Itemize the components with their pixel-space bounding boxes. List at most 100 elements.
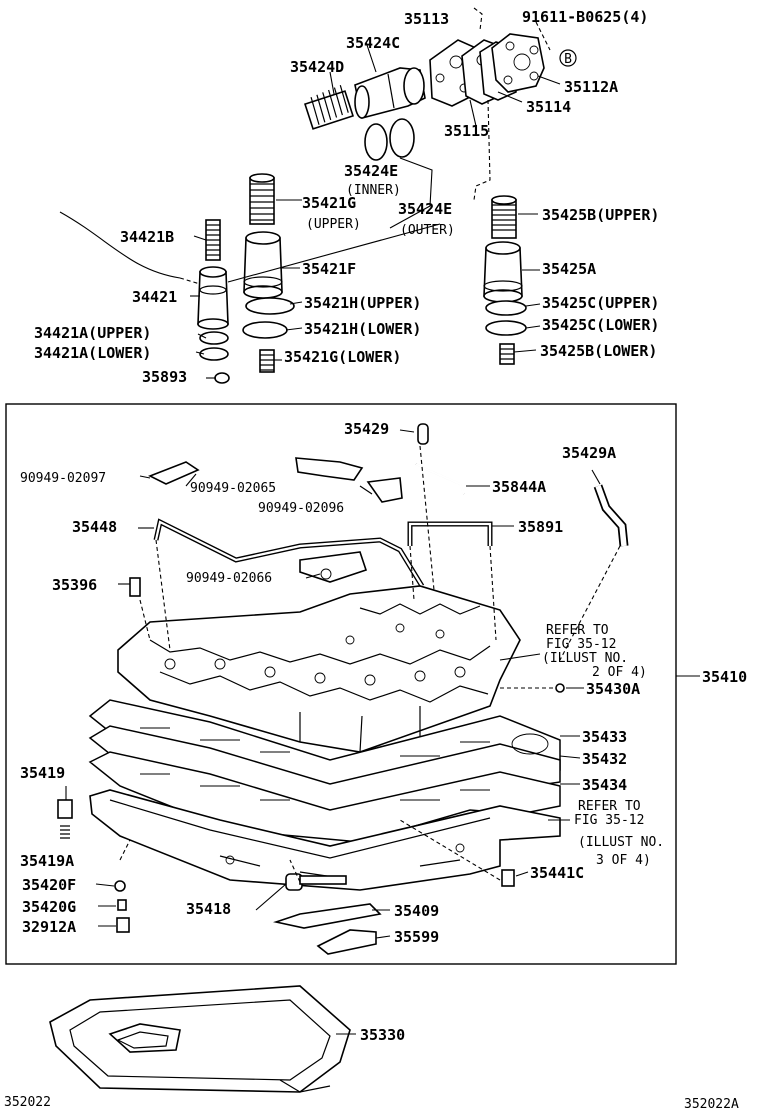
lower-valve-body [89, 789, 561, 891]
pin-35429 [417, 423, 429, 445]
label-34421a-upper: 34421A(UPPER) [34, 324, 151, 342]
label-35425c-lower: 35425C(LOWER) [542, 316, 659, 334]
label-35410: 35410 [702, 668, 747, 686]
label-35396: 35396 [52, 576, 97, 594]
label-35430a: 35430A [586, 680, 640, 698]
marker-b-circle [559, 49, 577, 67]
label-35421g-upper: 35421G [302, 194, 356, 212]
label-35424c: 35424C [346, 34, 400, 52]
label-35113: 35113 [404, 10, 449, 28]
bracket-90949-02096 [366, 477, 403, 503]
label-35893: 35893 [142, 368, 187, 386]
label-35448: 35448 [72, 518, 117, 536]
bracket-90949-02066 [299, 551, 368, 583]
label-34421b: 34421B [120, 228, 174, 246]
o-ring-35425c-upper [485, 300, 527, 316]
o-ring-35421h-lower [242, 321, 288, 339]
label-35114: 35114 [526, 98, 571, 116]
label-35429a: 35429A [562, 444, 616, 462]
o-ring-35424e-outer [389, 118, 415, 158]
piston-35425a [483, 241, 523, 303]
ref2-line4: 3 OF 4) [596, 853, 651, 868]
detent-35409 [272, 903, 382, 929]
marker-b: B [564, 52, 572, 67]
top-cover-group: B [304, 7, 577, 229]
label-90949-02097: 90949-02097 [20, 471, 106, 486]
label-35433: 35433 [582, 728, 627, 746]
label-35424d: 35424D [290, 58, 344, 76]
accumulator-group [59, 173, 541, 384]
label-35429: 35429 [344, 420, 389, 438]
label-35421h-upper: 35421H(UPPER) [304, 294, 421, 312]
ref2-line2: FIG 35-12 [574, 813, 644, 828]
labels: 35113 91611-B0625(4) 35424C 35424D 35112… [4, 8, 747, 1112]
label-35425b-lower: 35425B(LOWER) [540, 342, 657, 360]
o-ring-35425c-lower [485, 320, 527, 336]
label-35112a: 35112A [564, 78, 618, 96]
label-34421a-lower: 34421A(LOWER) [34, 344, 151, 362]
label-35424e-outer: 35424E [398, 200, 452, 218]
label-91611-b0625: 91611-B0625(4) [522, 8, 648, 26]
label-35599: 35599 [394, 928, 439, 946]
o-ring-34421a-upper [199, 331, 229, 345]
label-35418: 35418 [186, 900, 231, 918]
label-35419a: 35419A [20, 852, 74, 870]
spring-35421g-lower [259, 349, 275, 373]
label-35419: 35419 [20, 764, 65, 782]
label-90949-02096: 90949-02096 [258, 501, 344, 516]
spring-35421g-upper [249, 173, 275, 225]
bolt-35396 [129, 577, 141, 597]
valve-body-frame [5, 403, 677, 965]
label-35425c-upper: 35425C(UPPER) [542, 294, 659, 312]
ref2-line1: REFER TO [578, 799, 641, 814]
ref1-line4: 2 OF 4) [592, 665, 647, 680]
ref2-line3: (ILLUST NO. [578, 835, 664, 850]
label-34421: 34421 [132, 288, 177, 306]
label-35330: 35330 [360, 1026, 405, 1044]
o-ring-35424e-inner [364, 123, 388, 161]
piston-34421 [197, 266, 229, 330]
label-90949-02065: 90949-02065 [190, 481, 276, 496]
strainer-35430a [555, 683, 565, 693]
bracket-90949-02097 [148, 461, 200, 485]
label-35425b-upper: 35425B(UPPER) [542, 206, 659, 224]
spring-34421b [205, 219, 221, 261]
label-35421h-lower: 35421H(LOWER) [304, 320, 421, 338]
plug-35893 [214, 372, 230, 384]
o-ring-34421a-lower [199, 347, 229, 361]
footer-left-code: 352022 [4, 1095, 51, 1110]
label-35434: 35434 [582, 776, 627, 794]
label-inner-note: (INNER) [346, 183, 401, 198]
label-35425a: 35425A [542, 260, 596, 278]
label-35421g-lower: 35421G(LOWER) [284, 348, 401, 366]
label-35409: 35409 [394, 902, 439, 920]
valve-body-group [57, 423, 629, 955]
ref1-line1: REFER TO [546, 623, 609, 638]
spring-35599 [316, 929, 377, 955]
ref1-line3: (ILLUST NO. [542, 651, 628, 666]
upper-valve-body [117, 585, 521, 753]
spring-35425b-upper [491, 195, 517, 239]
sleeve-35424c [354, 67, 426, 119]
label-35441c: 35441C [530, 864, 584, 882]
label-35420g: 35420G [22, 898, 76, 916]
label-35891: 35891 [518, 518, 563, 536]
label-35424e-inner: 35424E [344, 162, 398, 180]
spring-35425b-lower [499, 343, 515, 365]
cover-35112a [491, 33, 545, 93]
label-35844a: 35844A [492, 478, 546, 496]
oil-pan-35330 [49, 985, 356, 1093]
valve-35418 [285, 873, 347, 891]
label-upper-note: (UPPER) [306, 217, 361, 232]
label-90949-02066: 90949-02066 [186, 571, 272, 586]
label-35421f: 35421F [302, 260, 356, 278]
o-ring-35421h-upper [245, 297, 295, 315]
label-35432: 35432 [582, 750, 627, 768]
piston-35421f [243, 231, 283, 299]
bolt-35441c [501, 869, 515, 887]
footer-right-code: 352022A [684, 1097, 739, 1112]
label-35115: 35115 [444, 122, 489, 140]
ref1-line2: FIG 35-12 [546, 637, 616, 652]
bracket-90949-02065 [295, 457, 364, 481]
